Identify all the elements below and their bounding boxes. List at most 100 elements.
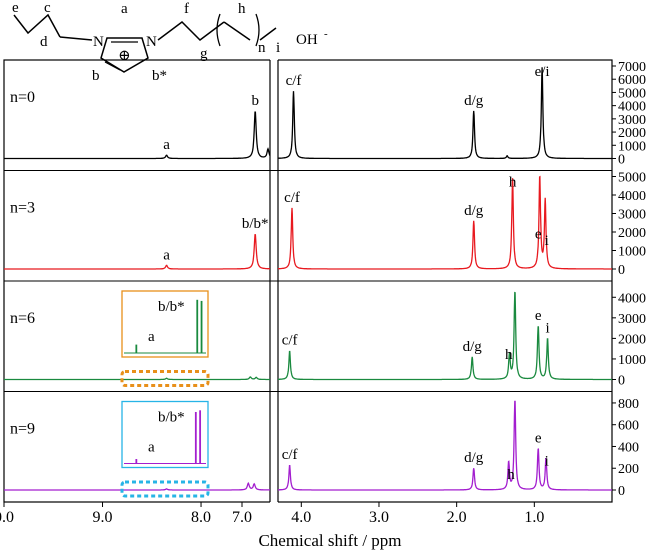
x-axis: 0.0 9.0 8.0 7.0 4.0 3.0 2.0 1.0 (0, 502, 544, 526)
x-tick-label: 7.0 (232, 509, 252, 526)
y-tick-label: 1000 (618, 139, 646, 154)
alkyl-chain (157, 21, 225, 41)
panel-label: n=3 (10, 199, 35, 216)
y-tick-label: 3000 (618, 312, 646, 327)
x-tick-label: 2.0 (447, 509, 467, 526)
peak-label: e (535, 227, 542, 243)
y-tick-label: 400 (618, 440, 639, 455)
label-f: f (184, 1, 189, 17)
x-tick-label: 1.0 (524, 509, 544, 526)
label-n3: N (146, 34, 157, 50)
y-tick-label: 0 (618, 263, 625, 278)
inset-box (121, 400, 209, 469)
y-tick-label: 800 (618, 397, 639, 412)
y-tick-label: 4000 (618, 189, 646, 204)
x-tick-label: 8.0 (191, 509, 211, 526)
y-tick-label: 2000 (618, 126, 646, 141)
y-tick-label: 3000 (618, 113, 646, 128)
inset-label-a: a (148, 329, 155, 345)
peak-label: d/g (464, 450, 484, 466)
repeat-bracket-left (216, 13, 221, 47)
spectrum-trace-left (4, 481, 270, 491)
peak-label: i (545, 320, 549, 336)
spectrum-trace-left (4, 111, 271, 160)
peak-label: d/g (463, 339, 483, 355)
y-tick-label: 5000 (618, 86, 646, 101)
x-tick-label: 3.0 (369, 509, 389, 526)
y-tick-label: 2000 (618, 332, 646, 347)
repeat-unit-bond (223, 21, 251, 41)
label-d: d (40, 34, 48, 50)
peak-label: d/g (464, 93, 484, 109)
repeat-bracket-right (255, 13, 260, 47)
y-tick-label: 7000 (618, 60, 646, 75)
x-tick-label: 4.0 (291, 509, 311, 526)
label-i: i (276, 40, 280, 56)
y-tick-label: 0 (618, 153, 625, 168)
imidazolium-ring (100, 37, 149, 73)
y-tick-label: 5000 (618, 171, 646, 186)
inset-source-highlight (120, 480, 210, 498)
peak-label: h (505, 347, 513, 363)
label-g: g (200, 46, 208, 62)
label-b-star: b* (152, 68, 167, 84)
spectrum-trace-right (277, 67, 612, 160)
peak-label: c/f (284, 190, 300, 206)
peak-label: e (535, 308, 542, 324)
peak-label: i (545, 453, 549, 469)
y-tick-label: 0 (618, 374, 625, 389)
x-axis-title: Chemical shift / ppm (258, 531, 401, 550)
label-n1: N (93, 34, 104, 50)
x-tick-label: 0.0 (0, 509, 14, 526)
spectra-panels: n=001000200030004000500060007000abc/fd/g… (4, 60, 646, 499)
y-tick-label: 4000 (618, 291, 646, 306)
peak-label: e (535, 431, 542, 447)
terminal-bond (259, 27, 277, 41)
label-a: a (121, 1, 128, 17)
y-tick-label: 3000 (618, 208, 646, 223)
y-tick-label: 1000 (618, 353, 646, 368)
spectrum-trace-right (278, 291, 612, 381)
inset-source-highlight (120, 370, 210, 387)
panel-label: n=0 (10, 89, 35, 106)
peak-label: h (507, 467, 515, 483)
y-tick-label: 1000 (618, 245, 646, 260)
peak-label: a (163, 247, 170, 263)
label-b: b (92, 68, 100, 84)
y-tick-label: 200 (618, 462, 639, 477)
ring-double-bond-2 (104, 61, 121, 71)
label-c: c (44, 0, 51, 16)
y-tick-label: 0 (618, 484, 625, 499)
spectrum-trace-right (278, 175, 612, 270)
spectrum-trace-left (4, 234, 270, 270)
y-tick-label: 600 (618, 419, 639, 434)
y-tick-label: 2000 (618, 226, 646, 241)
panel-label: n=9 (10, 420, 35, 437)
x-tick-label: 9.0 (93, 509, 113, 526)
peak-label: a (163, 137, 170, 153)
plus-charge-icon: ⊕ (118, 48, 131, 64)
anion-charge: - (324, 28, 328, 40)
n1-bond (59, 36, 93, 41)
peak-label: c/f (282, 333, 298, 349)
peak-label: c/f (282, 447, 298, 463)
chemical-structure: e c a f h d N N b b* g n i ⊕ OH - (12, 0, 328, 84)
butyl-chain (13, 13, 61, 38)
spectrum-trace-right (278, 400, 612, 491)
inset-label-bb: b/b* (158, 299, 185, 315)
y-tick-label: 4000 (618, 100, 646, 115)
panel-label: n=6 (10, 310, 35, 327)
label-n: n (258, 40, 266, 56)
y-tick-label: 6000 (618, 73, 646, 88)
peak-label: b/b* (242, 216, 269, 232)
peak-label: c/f (286, 73, 302, 89)
peak-label: i (545, 233, 549, 249)
anion: OH (296, 32, 318, 48)
panel-n-6: n=6 0 1000 2000 3000 4000 c/f d/g h ei ab/b* (4, 280, 646, 389)
label-h: h (238, 1, 246, 17)
